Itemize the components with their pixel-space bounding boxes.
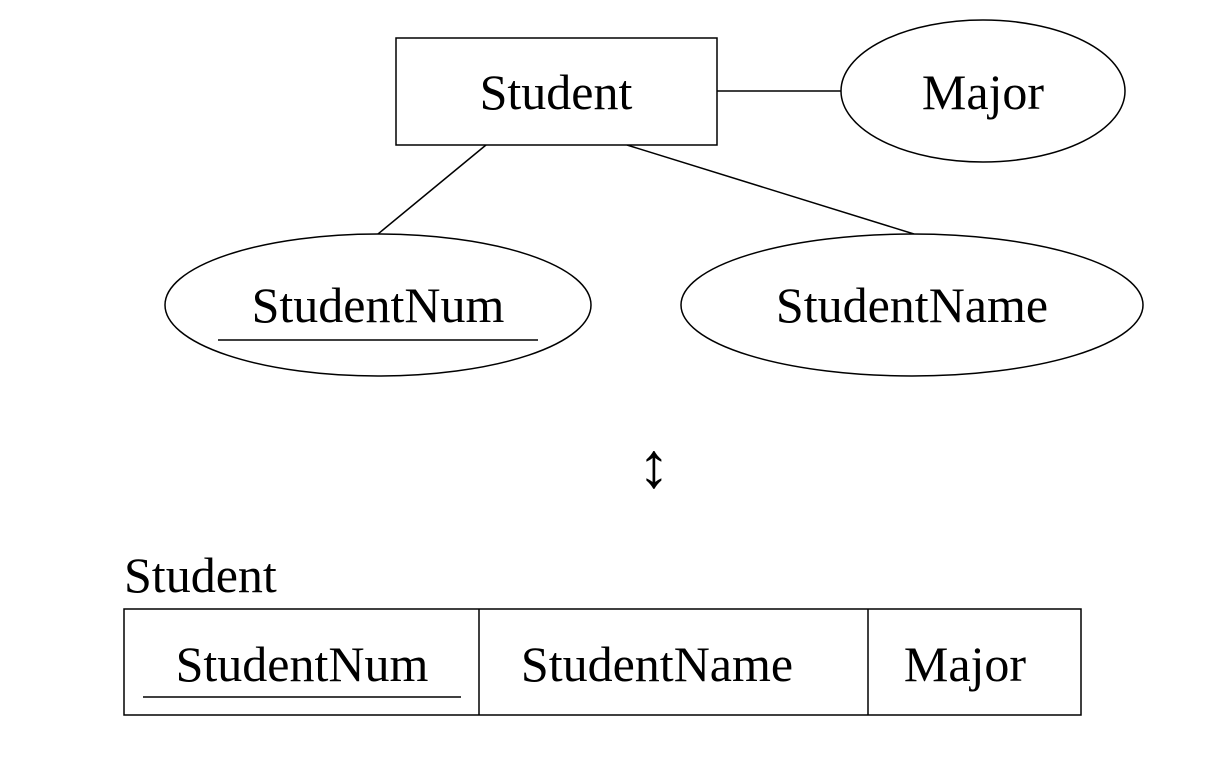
relation-title: Student (124, 547, 277, 603)
entity-student-box (395, 37, 718, 146)
relation-column-studentname: StudentName (521, 636, 793, 692)
attribute-major-ellipse (840, 19, 1126, 163)
attribute-major-label: Major (922, 64, 1045, 120)
attribute-studentname-label: StudentName (776, 277, 1048, 333)
attribute-studentname-ellipse (680, 233, 1144, 377)
link-student-studentname (626, 144, 915, 235)
relation-column-studentnum: StudentNum (176, 636, 429, 692)
entity-student-label: Student (480, 64, 633, 120)
mapping-arrow-icon: ↕ (638, 430, 670, 501)
relation-column-major: Major (904, 636, 1027, 692)
link-student-studentnum (377, 144, 487, 235)
attribute-studentnum-label: StudentNum (252, 277, 505, 333)
